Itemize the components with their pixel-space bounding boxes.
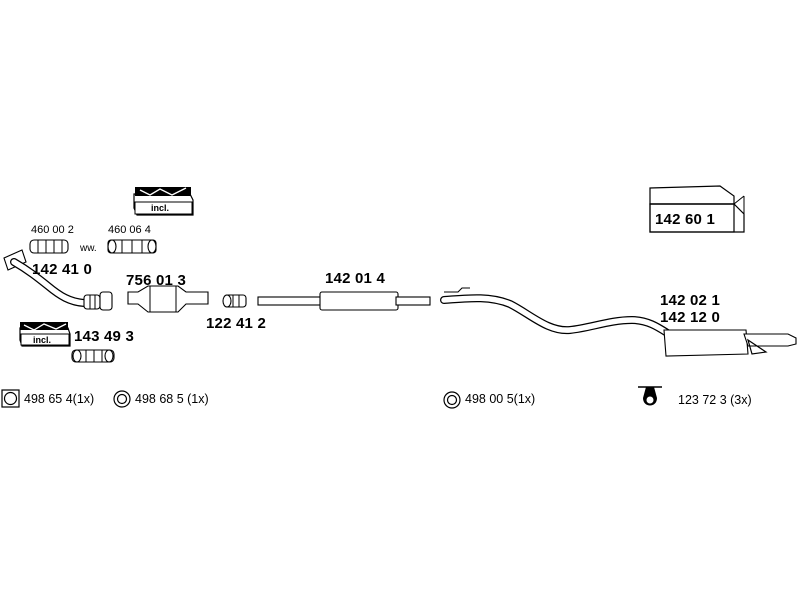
front-pipe-label: 142 41 0 (32, 261, 92, 278)
gasket-460-06-4-label: 460 06 4 (108, 224, 151, 236)
clamp-143-49-3-icon (71, 349, 115, 363)
rear-silencer-b-label: 142 12 0 (660, 309, 720, 326)
catalytic-converter-756-01-3 (127, 285, 209, 313)
gasket-box-label: 142 60 1 (655, 211, 715, 228)
gasket-460-00-2-icon (29, 239, 69, 254)
round-ring-icon (113, 390, 131, 408)
gasket-460-06-4-icon (107, 239, 157, 254)
ring-square-label: 498 65 4(1x) (24, 392, 95, 406)
ring-round-label: 498 68 5 (1x) (135, 392, 209, 406)
middle-silencer-142-01-4 (257, 291, 431, 311)
ring-mid-icon (443, 391, 461, 409)
incl-label-left: incl. (33, 335, 52, 345)
gasket-460-00-2-label: 460 00 2 (31, 224, 74, 236)
catalytic-converter-label: 756 01 3 (126, 272, 186, 289)
incl-box-top (133, 187, 194, 216)
rear-silencer-assembly (440, 287, 797, 357)
gasket-box-142-60-1-icon (649, 185, 745, 233)
square-ring-icon (1, 389, 20, 408)
ring-mid-label: 498 00 5(1x) (465, 392, 536, 406)
incl-part-label: 143 49 3 (74, 328, 134, 345)
hanger-label: 123 72 3 (3x) (678, 393, 752, 407)
connector-122-41-2 (222, 294, 247, 308)
incl-label-top: incl. (151, 203, 170, 213)
front-pipe-142-41-0 (3, 249, 113, 311)
hanger-icon (638, 386, 662, 406)
connector-label: 122 41 2 (206, 315, 266, 332)
middle-silencer-label: 142 01 4 (325, 270, 385, 287)
ww-label: ww. (80, 243, 97, 254)
incl-box-left (19, 322, 71, 347)
rear-silencer-a-label: 142 02 1 (660, 292, 720, 309)
